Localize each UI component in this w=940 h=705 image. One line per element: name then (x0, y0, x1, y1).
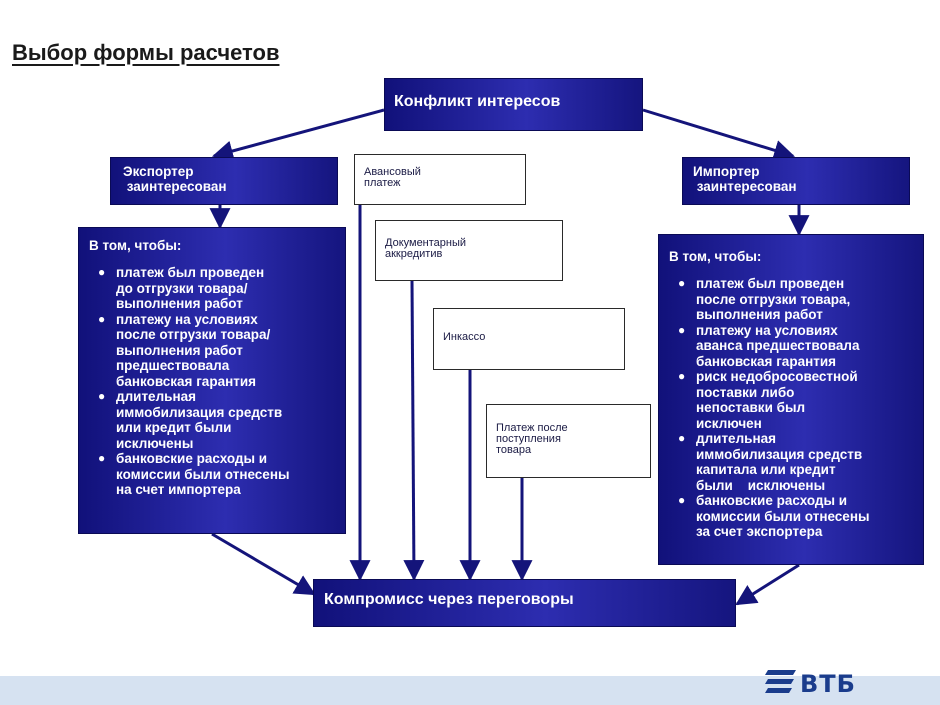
arrow-importer-list-to-compromise (735, 563, 800, 606)
reason-text: банковские расходы и комиссии были отнес… (696, 493, 870, 539)
payment-form-advance: Авансовый платеж (354, 154, 526, 205)
bullet-icon: ● (678, 322, 686, 337)
bullet-icon: ● (678, 431, 686, 445)
list-item: ● платежу на условиях после отгрузки това… (89, 312, 345, 390)
list-item: ● платежу на условиях аванса предшествова… (669, 323, 923, 370)
payment-form-collection: Инкассо (433, 308, 625, 370)
reason-text: платеж был проведен до отгрузки товара/ … (116, 265, 265, 311)
list-item: ● длительная иммобилизация средств капита… (669, 431, 923, 493)
reason-text: платежу на условиях после отгрузки товар… (116, 311, 271, 389)
compromise-label: Компромисс через переговоры (324, 591, 574, 608)
importer-header-box: Импортер заинтересован (682, 157, 910, 205)
vtb-logo-text: ВТБ (800, 670, 856, 698)
exporter-reasons-list: ● платеж был проведен до отгрузки товара/… (89, 265, 345, 498)
page-title: Выбор формы расчетов (12, 40, 280, 65)
reason-text: длительная иммобилизация средств капитал… (696, 431, 863, 493)
vtb-logo: ВТБ (764, 666, 884, 700)
reason-text: риск недобросовестной поставки либо непо… (696, 369, 858, 431)
reason-text: банковские расходы и комиссии были отнес… (116, 451, 290, 497)
reason-text: платежу на условиях аванса предшествовал… (696, 322, 860, 369)
bullet-icon: ● (678, 276, 686, 290)
bullet-icon: ● (678, 369, 686, 383)
payment-form-after-delivery: Платеж после поступления товара (486, 404, 651, 478)
reason-text: платеж был проведен после отгрузки товар… (696, 276, 851, 322)
importer-reasons-list: ● платеж был проведен после отгрузки това… (669, 276, 923, 540)
arrow-conflict-to-importer (642, 108, 796, 161)
importer-intro: В том, чтобы: (669, 249, 762, 264)
vtb-logo-mark-icon (765, 670, 796, 693)
list-item: ● риск недобросовестной поставки либо неп… (669, 369, 923, 431)
compromise-box: Компромисс через переговоры (313, 579, 736, 627)
bullet-icon: ● (98, 311, 106, 326)
list-item: ● банковские расходы и комиссии были отне… (89, 451, 345, 498)
importer-header-label: Импортер заинтересован (693, 164, 797, 194)
list-item: ● платеж был проведен после отгрузки това… (669, 276, 923, 323)
bullet-icon: ● (98, 265, 106, 279)
payment-form-letter-of-credit: Документарный аккредитив (375, 220, 563, 281)
reason-text: длительная иммобилизация средств или кре… (116, 389, 283, 451)
conflict-box: Конфликт интересов (384, 78, 643, 131)
bullet-icon: ● (98, 451, 106, 465)
exporter-header-box: Экспортер заинтересован (110, 157, 338, 205)
exporter-interest-box: В том, чтобы: ● платеж был проведен до от… (78, 227, 346, 534)
bullet-icon: ● (678, 493, 686, 507)
list-item: ● платеж был проведен до отгрузки товара/… (89, 265, 345, 312)
exporter-header-label: Экспортер заинтересован (123, 164, 227, 194)
exporter-intro: В том, чтобы: (89, 238, 182, 253)
bullet-icon: ● (98, 389, 106, 403)
arrow-letter-of-credit-to-compromise (403, 280, 425, 582)
list-item: ● длительная иммобилизация средств или кр… (89, 389, 345, 451)
conflict-label: Конфликт интересов (394, 93, 561, 110)
arrow-exporter-list-to-compromise (211, 532, 316, 596)
importer-interest-box: В том, чтобы: ● платеж был проведен после… (658, 234, 924, 565)
list-item: ● банковские расходы и комиссии были отне… (669, 493, 923, 540)
arrow-conflict-to-exporter (211, 108, 385, 162)
